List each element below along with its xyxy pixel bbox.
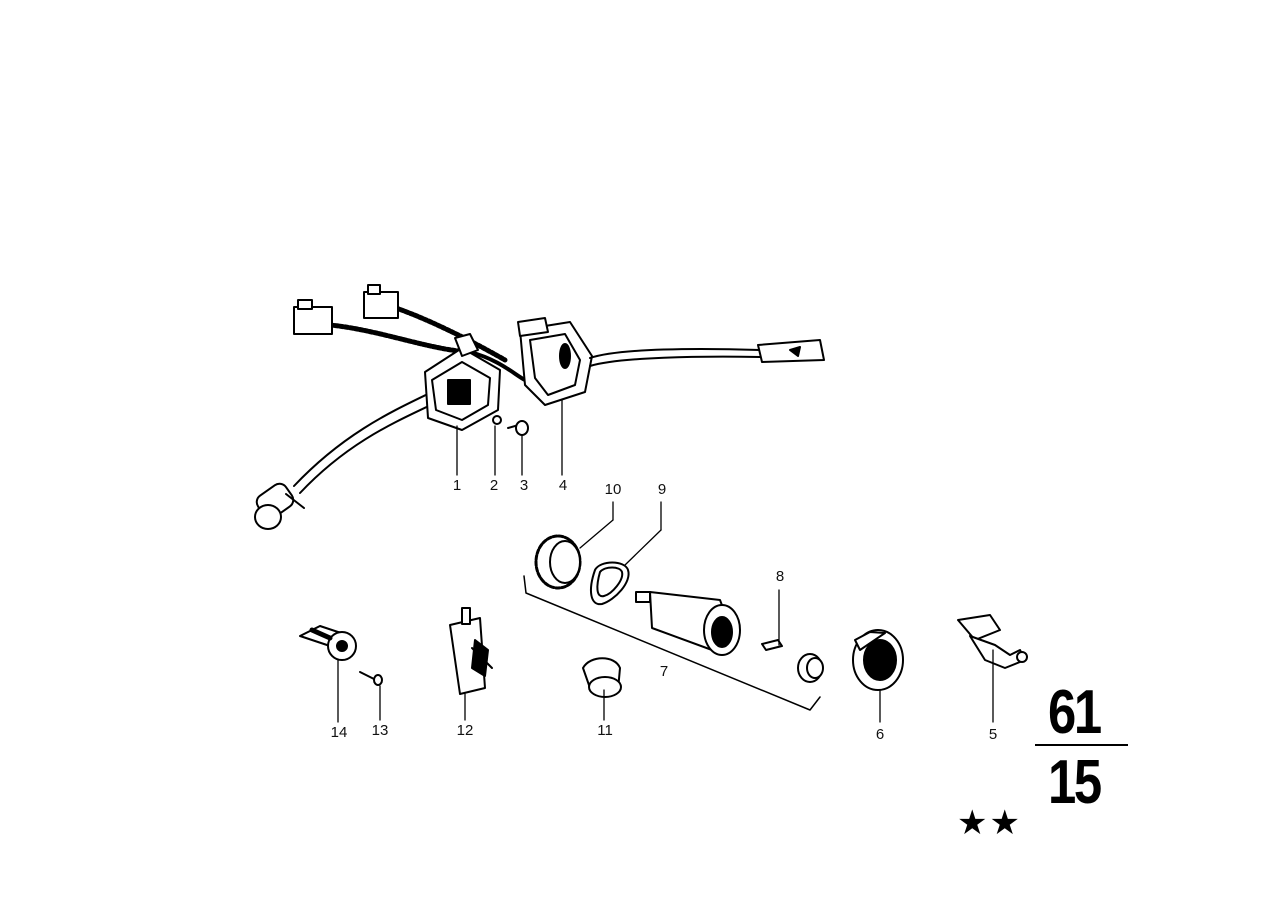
knob-part-11 bbox=[582, 657, 622, 698]
wiring-harness bbox=[293, 284, 527, 382]
left-stalk-lever bbox=[254, 391, 438, 530]
leader-lines bbox=[337, 399, 994, 723]
callout-13: 13 bbox=[371, 722, 389, 739]
bulb-part-8 bbox=[761, 639, 824, 683]
retaining-ring-part-10 bbox=[534, 534, 582, 590]
callout-5: 5 bbox=[988, 726, 998, 743]
clip-part-12 bbox=[449, 607, 493, 695]
callout-14: 14 bbox=[330, 724, 348, 741]
group-divider bbox=[1035, 744, 1128, 746]
callout-12: 12 bbox=[456, 722, 474, 739]
callout-2: 2 bbox=[489, 477, 499, 494]
callout-6: 6 bbox=[875, 726, 885, 743]
bezel-part-6 bbox=[852, 629, 904, 691]
bracket-part-7 bbox=[523, 575, 821, 711]
callout-3: 3 bbox=[519, 477, 529, 494]
callout-11: 11 bbox=[597, 722, 613, 739]
switch-housing-part-1 bbox=[424, 333, 501, 431]
callout-7: 7 bbox=[659, 663, 669, 680]
callout-10: 10 bbox=[604, 481, 622, 498]
contact-switch-part-14 bbox=[299, 625, 357, 661]
screw-and-washer bbox=[492, 415, 529, 436]
group-number-main: 61 bbox=[1048, 678, 1102, 747]
callout-1: 1 bbox=[452, 477, 462, 494]
gasket-part-9 bbox=[589, 561, 630, 606]
switch-housing-part-4 bbox=[517, 317, 593, 406]
rating-stars: ★★ bbox=[957, 803, 1022, 843]
right-stalk-lever bbox=[589, 339, 825, 367]
group-number-sub: 15 bbox=[1048, 748, 1102, 817]
callout-4: 4 bbox=[558, 477, 568, 494]
callout-8: 8 bbox=[775, 568, 785, 585]
switch-part-5 bbox=[957, 614, 1028, 669]
screw-part-13 bbox=[359, 671, 383, 686]
socket-part-7 bbox=[635, 591, 741, 656]
callout-9: 9 bbox=[657, 481, 667, 498]
